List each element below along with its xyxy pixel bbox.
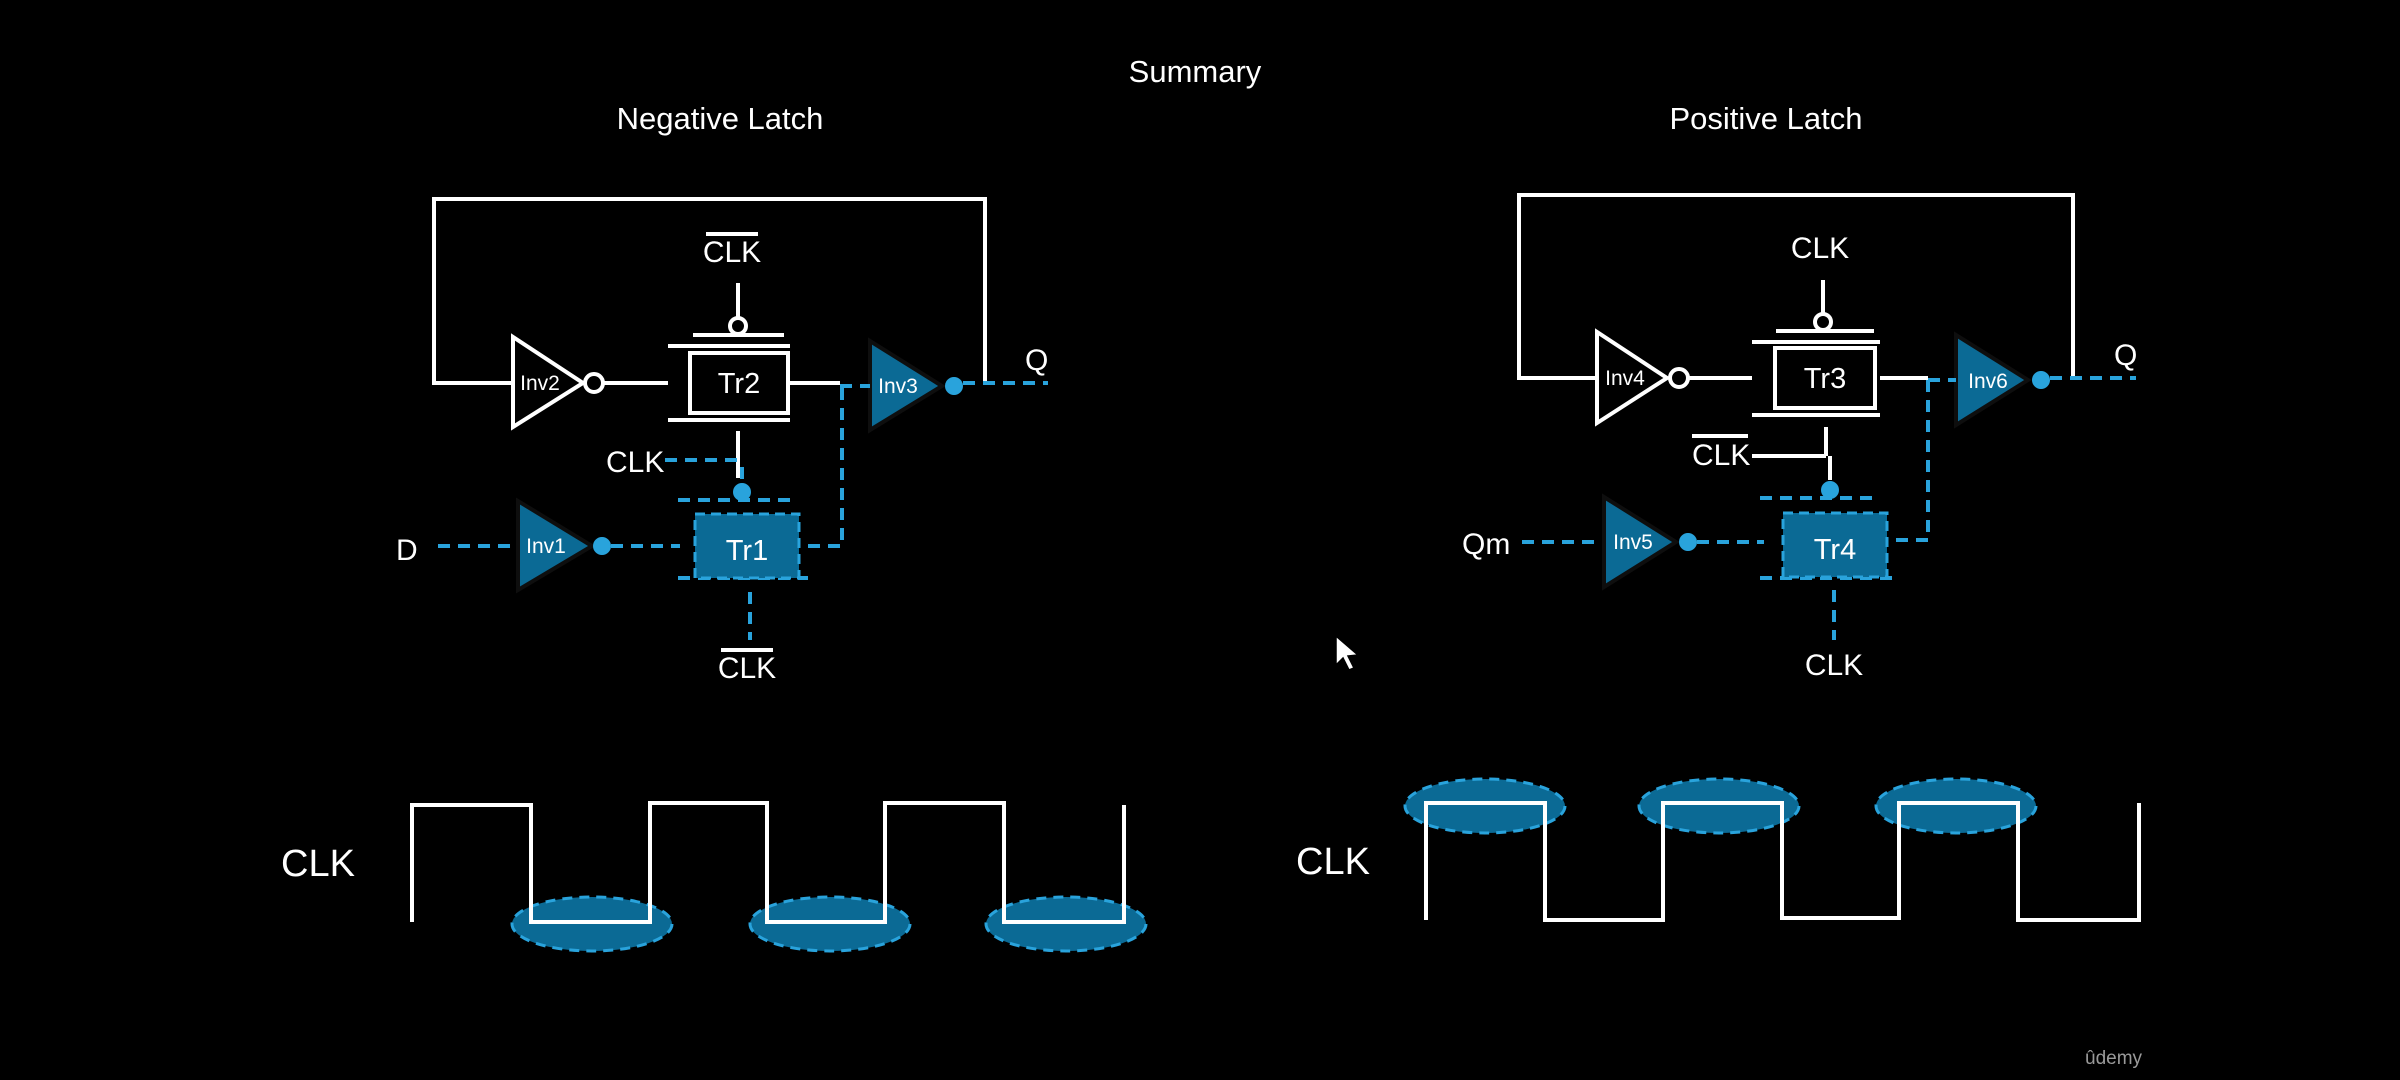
page-title: Summary [1129,54,1262,89]
gate-bubble [1813,312,1833,332]
inverter-inv2 [511,333,587,431]
clk-bar-label: CLK [1692,439,1750,472]
inverter-bubble [945,377,963,395]
waveform-label: CLK [1296,841,1370,883]
input-label: Qm [1462,528,1510,561]
active-phase-highlight [1874,777,2038,835]
active-phase-highlight [1637,777,1801,835]
positive-latch-clock-waveform: CLK [1296,777,2141,922]
inverter-bubble [583,372,605,394]
positive-latch: Positive Latch Inv4 Tr3 CLK CLK Inv6 Q [1462,101,2137,682]
clk-label: CLK [1805,649,1863,682]
clock-square-wave [1424,801,2141,922]
inverter-label: Inv2 [520,372,560,395]
inverter-label: Inv1 [526,535,566,558]
active-phase-highlight [1403,777,1567,835]
negative-latch: Negative Latch Inv2 Tr2 CLK Inv3 Q CLK [396,101,1048,685]
active-wire [1896,380,1930,542]
inverter-bubble [593,537,611,555]
clock-square-wave [410,801,1126,924]
inverter-inv1 [516,497,596,594]
transmission-gate-tr4 [1781,511,1889,579]
output-label: Q [1025,344,1048,377]
transmission-gate-label: Tr2 [718,368,760,400]
gate-bubble [733,483,751,501]
feedback-wire [432,197,987,385]
gate-bubble [1821,481,1839,499]
clk-label: CLK [1791,232,1849,265]
inverter-label: Inv5 [1613,531,1653,554]
clk-bar-label: CLK [703,236,761,269]
negative-latch-heading: Negative Latch [617,101,824,136]
transmission-gate-label: Tr3 [1804,363,1846,395]
output-label: Q [2114,339,2137,372]
positive-latch-heading: Positive Latch [1670,101,1863,136]
transmission-gate-label: Tr1 [726,535,768,567]
feedback-wire [1517,193,2075,380]
inverter-inv5 [1602,493,1680,591]
inverter-bubble [1679,533,1697,551]
negative-latch-clock-waveform: CLK [281,801,1148,953]
gate-bubble [728,316,748,336]
transmission-gate-tr1 [693,512,801,580]
inverter-inv4 [1595,328,1671,427]
inverter-label: Inv4 [1605,367,1645,390]
inverter-bubble [2032,371,2050,389]
input-label: D [396,534,418,567]
transmission-gate-tr2 [688,351,790,415]
transmission-gate-label: Tr4 [1814,534,1856,566]
active-wire [808,386,844,548]
inverter-label: Inv3 [878,375,918,398]
inverter-label: Inv6 [1968,370,2008,393]
udemy-logo: ûdemy [2085,1048,2143,1069]
mouse-cursor-icon [1335,634,1360,671]
inverter-bubble [1668,367,1690,389]
clk-label: CLK [606,446,664,479]
clk-bar-label: CLK [718,652,776,685]
waveform-label: CLK [281,843,355,885]
transmission-gate-tr3 [1773,346,1877,410]
